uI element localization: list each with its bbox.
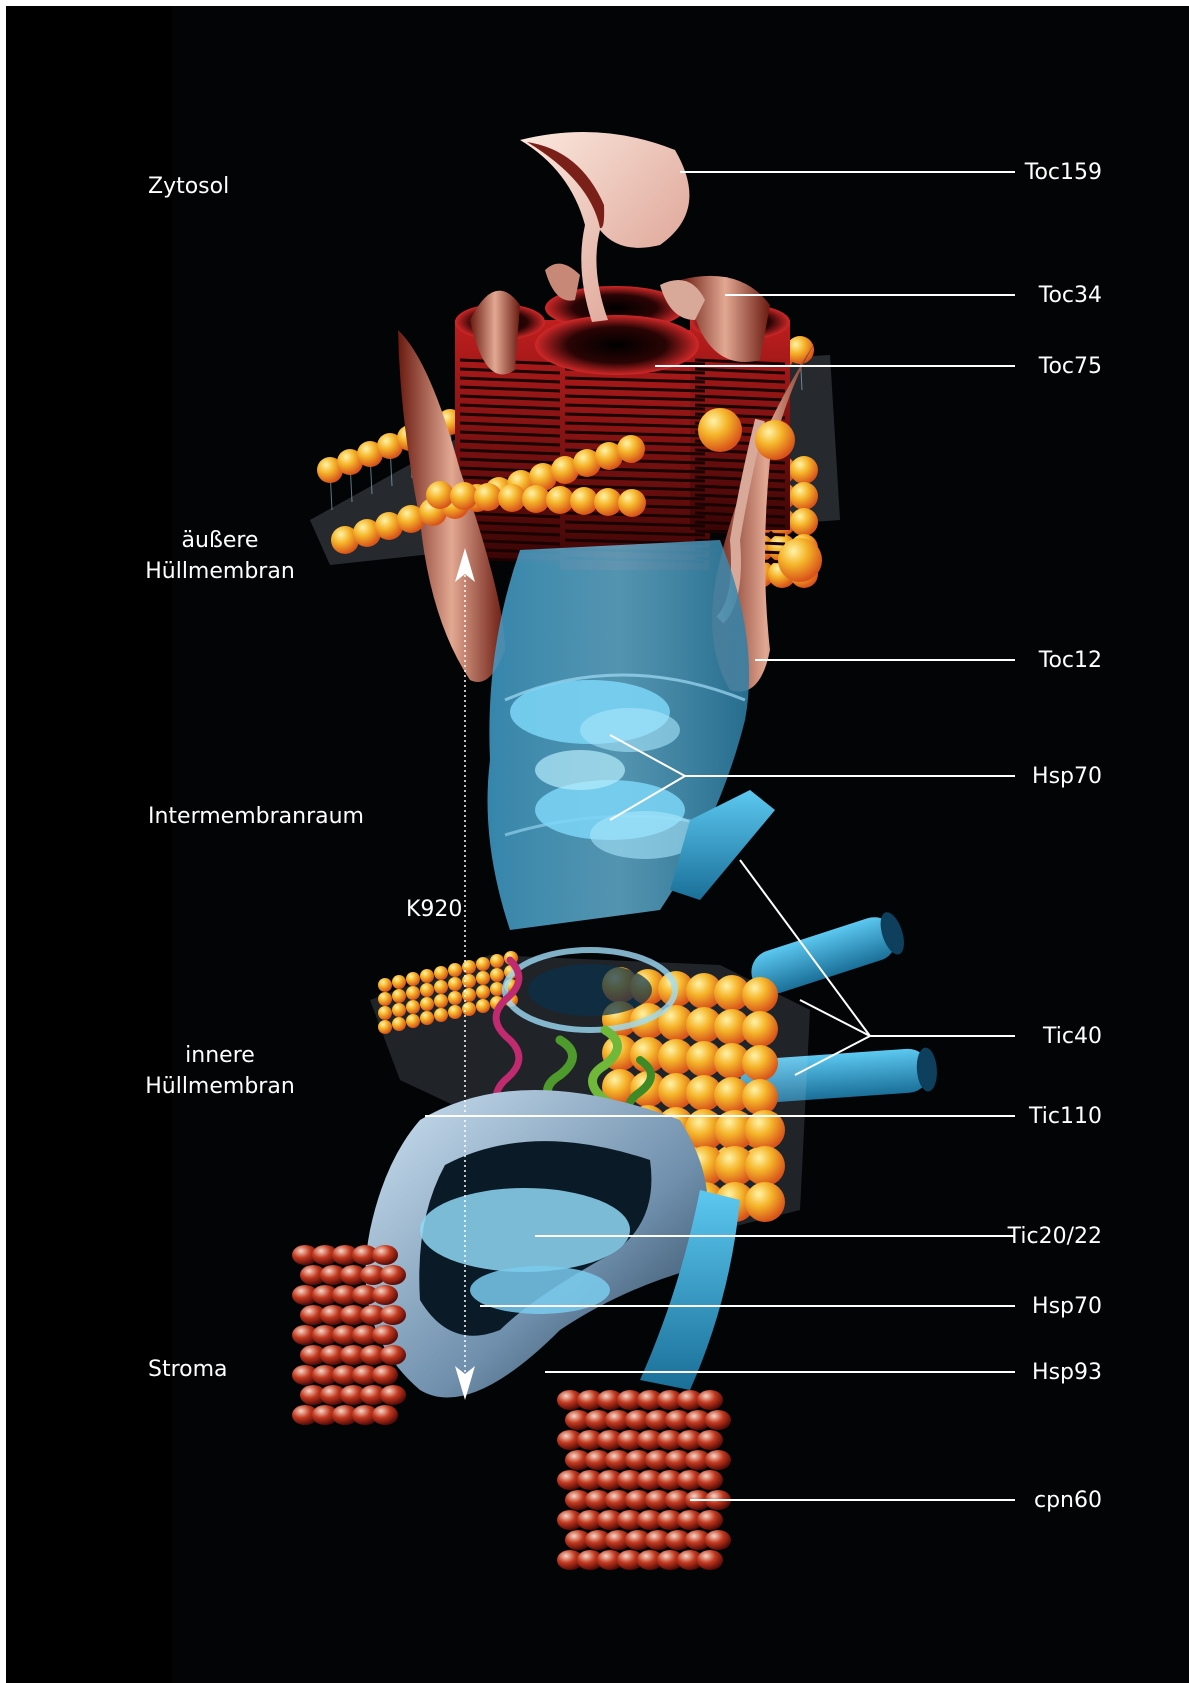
lipid-head <box>448 1005 462 1019</box>
lipid-head <box>406 986 420 1000</box>
cpn60-subunit <box>380 1265 406 1285</box>
region-inner-membrane-line2: Hüllmembran <box>145 1071 295 1102</box>
label-toc159: Toc159 <box>1025 157 1102 188</box>
lipid-head <box>434 1008 448 1022</box>
cpn60-subunit <box>372 1365 398 1385</box>
lipid-head <box>448 977 462 991</box>
lipid-head <box>618 489 646 517</box>
cpn60-subunit <box>380 1385 406 1405</box>
cpn60-subunit <box>380 1305 406 1325</box>
lipid-head <box>546 486 574 514</box>
label-cpn60: cpn60 <box>1034 1485 1102 1516</box>
region-inner-membrane: innere Hüllmembran <box>145 1040 295 1102</box>
lipid-head <box>434 980 448 994</box>
lipid-head <box>742 1011 778 1047</box>
region-outer-membrane: äußere Hüllmembran <box>145 525 295 587</box>
cpn60-subunit <box>372 1325 398 1345</box>
label-tic110: Tic110 <box>1029 1101 1102 1132</box>
lipid-head <box>392 989 406 1003</box>
label-tic20-22: Tic20/22 <box>1008 1221 1102 1252</box>
region-cytosol: Zytosol <box>148 171 229 202</box>
lipid-head <box>755 420 795 460</box>
lipid-head <box>378 1006 392 1020</box>
lipid-head <box>378 978 392 992</box>
cpn60-subunit <box>697 1550 723 1570</box>
lipid-head <box>426 481 454 509</box>
cpn60-subunit <box>697 1470 723 1490</box>
label-tic40: Tic40 <box>1043 1021 1102 1052</box>
lipid-head <box>462 1002 476 1016</box>
lipid-head <box>790 456 818 484</box>
lipid-head <box>462 974 476 988</box>
lipid-head <box>420 1011 434 1025</box>
lipid-head <box>420 997 434 1011</box>
lipid-head <box>406 1014 420 1028</box>
label-hsp93: Hsp93 <box>1032 1357 1102 1388</box>
lipid-head <box>476 985 490 999</box>
lipid-head <box>448 963 462 977</box>
lipid-head <box>617 435 645 463</box>
scale-label: K920 <box>406 894 462 925</box>
lipid-head <box>434 994 448 1008</box>
cpn60-subunit <box>697 1390 723 1410</box>
lipid-head <box>406 972 420 986</box>
lipid-head <box>476 971 490 985</box>
lipid-head <box>745 1146 785 1186</box>
lipid-head <box>742 1079 778 1115</box>
lipid-head <box>378 992 392 1006</box>
lipid-head <box>420 983 434 997</box>
cpn60-subunit <box>697 1510 723 1530</box>
lipid-head <box>742 1045 778 1081</box>
cpn60-subunit <box>372 1285 398 1305</box>
label-toc12: Toc12 <box>1039 645 1102 676</box>
lipid-head <box>594 488 622 516</box>
lipid-head <box>490 954 504 968</box>
lipid-head <box>406 1000 420 1014</box>
cpn60-subunit <box>372 1245 398 1265</box>
lipid-head <box>392 1003 406 1017</box>
cpn60-subunit <box>372 1405 398 1425</box>
lipid-head <box>790 508 818 536</box>
lipid-head <box>790 482 818 510</box>
cpn60-subunit <box>380 1345 406 1365</box>
lipid-head <box>392 1017 406 1031</box>
lipid-head <box>778 538 822 582</box>
lipid-head <box>698 408 742 452</box>
lipid-head <box>490 982 504 996</box>
label-hsp70-stroma: Hsp70 <box>1032 1291 1102 1322</box>
region-outer-membrane-line1: äußere <box>145 525 295 556</box>
region-outer-membrane-line2: Hüllmembran <box>145 556 295 587</box>
lipid-head <box>742 977 778 1013</box>
label-toc34: Toc34 <box>1039 280 1102 311</box>
label-hsp70-ims: Hsp70 <box>1032 761 1102 792</box>
region-inner-membrane-line1: innere <box>145 1040 295 1071</box>
lipid-head <box>490 968 504 982</box>
lipid-head <box>462 960 476 974</box>
lipid-head <box>745 1182 785 1222</box>
lipid-head <box>476 999 490 1013</box>
lipid-head <box>434 966 448 980</box>
label-toc75: Toc75 <box>1039 351 1102 382</box>
lipid-head <box>450 482 478 510</box>
lipid-head <box>522 485 550 513</box>
lipid-head <box>462 988 476 1002</box>
lipid-head <box>476 957 490 971</box>
lipid-head <box>474 483 502 511</box>
region-stroma: Stroma <box>148 1354 228 1385</box>
lipid-head <box>392 975 406 989</box>
cpn60-subunit <box>705 1410 731 1430</box>
region-intermembrane-space: Intermembranraum <box>148 801 364 832</box>
lipid-head <box>448 991 462 1005</box>
lipid-head <box>498 484 526 512</box>
lipid-head <box>570 487 598 515</box>
cpn60-subunit <box>705 1530 731 1550</box>
lipid-head <box>786 336 814 364</box>
lipid-head <box>420 969 434 983</box>
cpn60-subunit <box>697 1430 723 1450</box>
lipid-head <box>378 1020 392 1034</box>
cpn60-subunit <box>705 1450 731 1470</box>
